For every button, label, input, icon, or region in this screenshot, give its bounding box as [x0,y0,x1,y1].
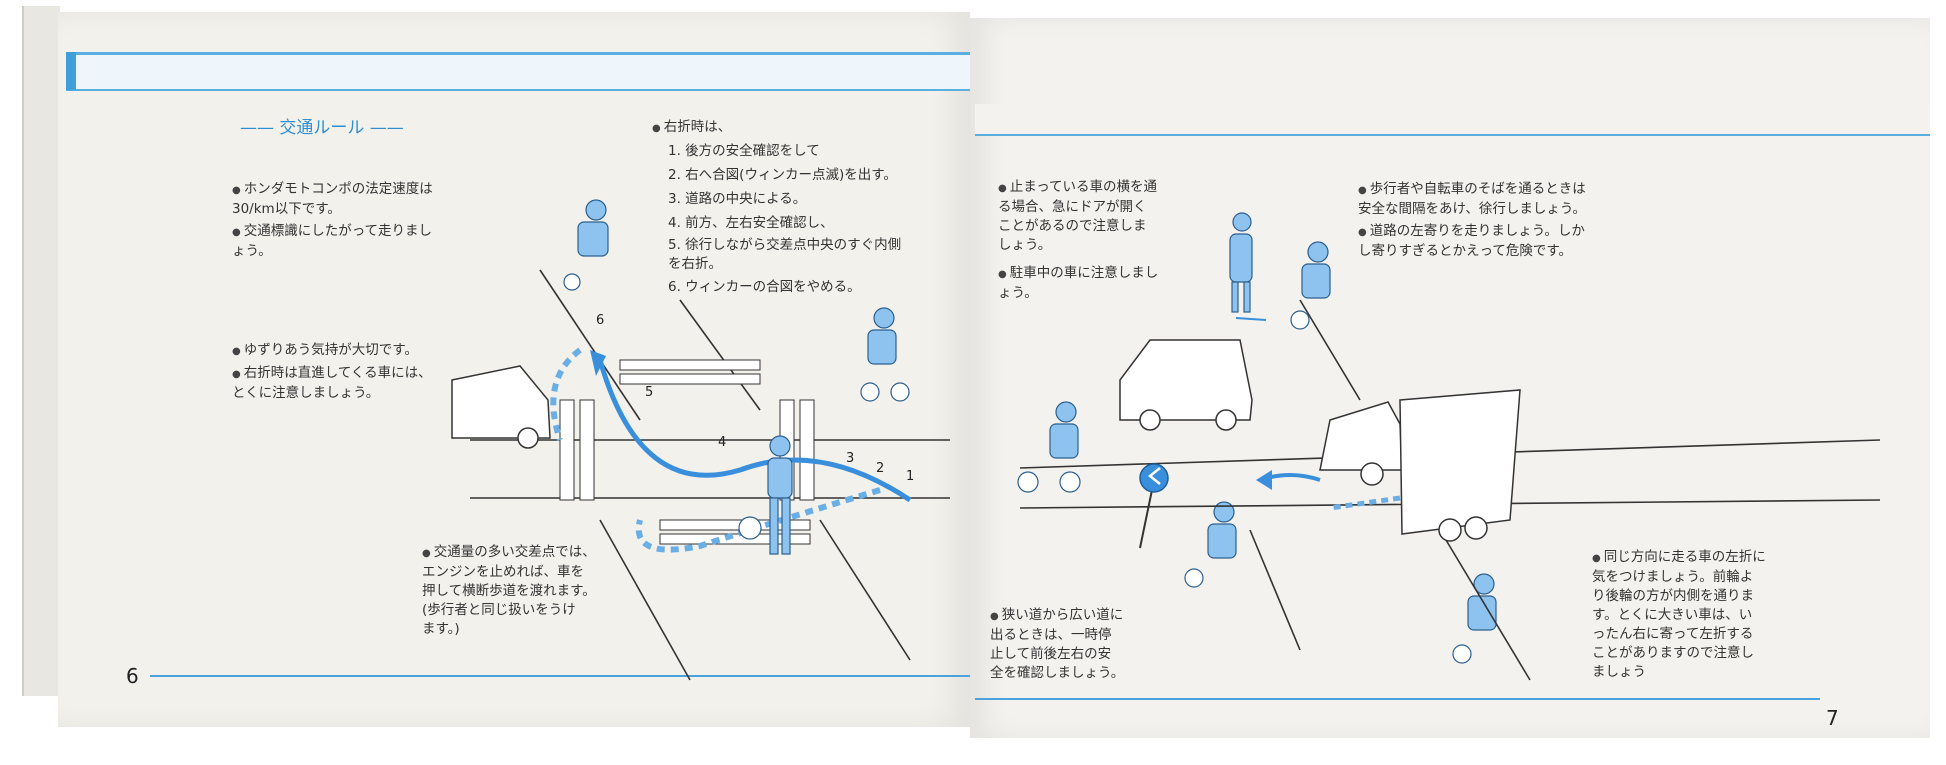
right-header-band [975,104,1930,136]
right-turn-step-3: 3. 道路の中央による。 [668,191,807,207]
sedan-illustration [451,365,551,449]
right-turn-step-1: 1. 後方の安全確認をして [668,143,820,159]
truck-illustration [1319,389,1521,542]
speed-note: ホンダモトコンポの法定速度は 30/km以下です。 [232,180,433,219]
right-turn-step-5: 5. 徐行しながら交差点中央のすぐ内側 を右折。 [668,237,902,272]
booklet-edge [22,6,60,696]
right-turn-path [597,359,912,503]
left-footer-line [150,675,970,677]
path-number: 1 [906,469,914,484]
left-turn-vehicle-note: 同じ方向に走る車の左折に 気をつけましょう。前輪よ り後輪の方が内側を通りま す… [1592,548,1766,682]
pedestrian-note: 歩行者や自転車のそばを通るときは 安全な間隔をあけ、徐行しましょう。 [1358,180,1586,219]
rider-top-center [860,307,910,402]
left-header-band [66,52,970,91]
pushing-rider [738,435,793,555]
rider-top-left [563,199,609,291]
pedestrian [1229,212,1253,313]
sign-note: 交通標識にしたがって走りまし ょう。 [232,222,432,261]
page-number-left: 6 [126,664,139,688]
path-number: 2 [876,461,884,476]
oncoming-note: 右折時は直進してくる車には、 とくに注意しましょう。 [232,364,432,403]
van-illustration [1119,339,1253,431]
busy-intersection-note: 交通量の多い交差点では、 エンジンを止めれば、車を 押して横断歩道を渡れます。 … [422,543,596,639]
section-title: —— 交通ルール —— [240,118,404,138]
courtesy-note: ゆずりあう気持が大切です。 [232,341,418,361]
rider-right-4 [1452,573,1497,664]
page-number-right: 7 [1826,706,1839,730]
right-turn-title: 右折時は、 [652,118,732,138]
left-header-tab [66,52,76,90]
narrow-road-note: 狭い道から広い道に 出るときは、一時停 止して前後左右の安 全を確認しましょう。 [990,606,1124,683]
parked-car-note: 止まっている車の横を通 る場合、急にドアが開く ことがあるので注意しま しょう。 [998,178,1157,255]
keep-left-sign-icon [1139,463,1169,549]
rider-right-1 [1017,401,1081,493]
right-turn-step-2: 2. 右へ合図(ウィンカー点滅)を出す。 [668,167,897,183]
path-number: 4 [718,435,726,450]
right-turn-step-4: 4. 前方、左右安全確認し、 [668,215,834,231]
path-number: 5 [645,385,653,400]
right-turn-step-6: 6. ウィンカーの合図をやめる。 [668,279,861,295]
parked-car-note-2: 駐車中の車に注意しまし ょう。 [998,264,1158,303]
rider-figures [563,199,1497,664]
keep-left-note: 道路の左寄りを走りましょう。しか し寄りすぎるとかえって危険です。 [1358,222,1585,261]
path-number: 6 [596,313,604,328]
path-number: 3 [846,451,854,466]
left-intersection [470,269,950,681]
rider-right-3 [1184,501,1237,588]
right-footer-line [975,698,1820,700]
rider-right-2 [1290,241,1331,330]
